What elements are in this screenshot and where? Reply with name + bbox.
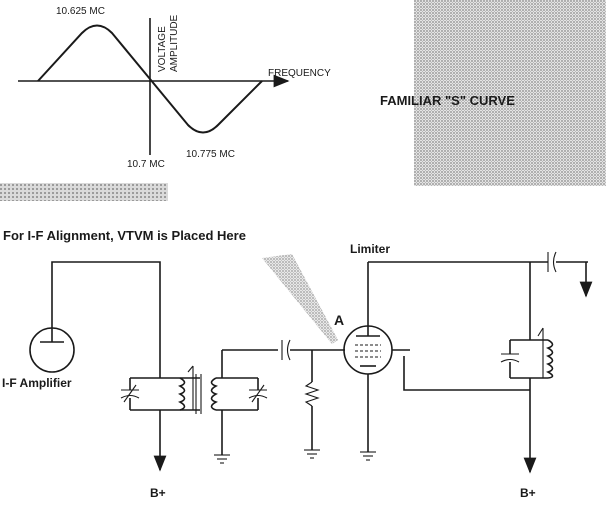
halftone-panel <box>414 0 606 186</box>
s-curve-graph: 10.625 MC 10.775 MC 10.7 MC FREQUENCY VO… <box>18 6 331 170</box>
voltage-axis-label: VOLTAGE <box>157 26 168 72</box>
grid-resistor <box>304 350 320 459</box>
center-frequency-label: 10.7 MC <box>127 159 165 170</box>
halftone-strip <box>0 183 168 201</box>
if-amplifier-tube <box>29 261 161 378</box>
output-network <box>368 251 593 474</box>
b-plus-right-label: B+ <box>520 486 536 500</box>
figure-caption: FAMILIAR "S" CURVE <box>380 93 515 108</box>
test-point-a-label: A <box>334 312 344 328</box>
amplitude-axis-label: AMPLITUDE <box>169 14 180 72</box>
coupling-capacitor <box>281 339 345 361</box>
if-transformer-secondary <box>210 349 278 464</box>
limiter-label: Limiter <box>350 242 390 256</box>
if-transformer-primary <box>120 365 202 472</box>
alignment-note: For I-F Alignment, VTVM is Placed Here <box>3 228 246 243</box>
limiter-tube <box>343 262 530 461</box>
frequency-axis-label: FREQUENCY <box>268 68 331 79</box>
s-curve-line <box>37 24 263 134</box>
peak-frequency-label: 10.625 MC <box>56 6 105 17</box>
b-plus-left-label: B+ <box>150 486 166 500</box>
vtvm-probe-beam <box>262 254 338 344</box>
if-amplifier-label: I-F Amplifier <box>2 376 72 390</box>
trough-frequency-label: 10.775 MC <box>186 149 235 160</box>
